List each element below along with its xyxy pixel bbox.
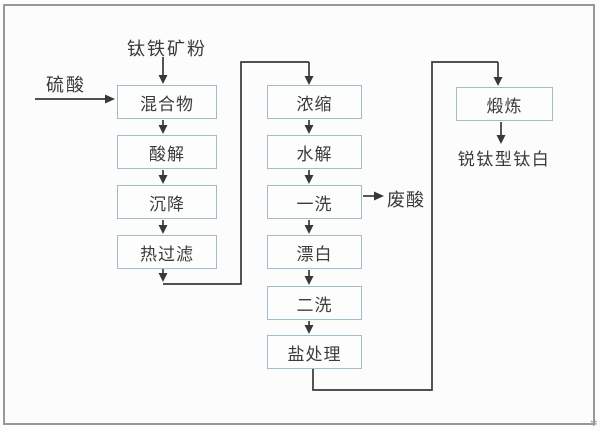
node-hot-filtration: 热过滤: [117, 235, 217, 269]
node-acidolysis: 酸解: [117, 135, 217, 169]
waste-acid-label: 废酸: [387, 190, 425, 211]
corner-watermark-artifact: ✻: [590, 419, 598, 429]
node-bleaching: 漂白: [267, 235, 362, 269]
sulfuric-acid-label: 硫酸: [46, 75, 86, 96]
node-settling: 沉降: [117, 185, 217, 219]
node-salt-treatment: 盐处理: [267, 335, 362, 369]
ilmenite-powder-label: 钛铁矿粉: [127, 39, 207, 60]
node-concentration: 浓缩: [267, 85, 362, 119]
node-mixture: 混合物: [117, 85, 217, 119]
anatase-product-label: 锐钛型钛白: [457, 150, 551, 170]
node-second-wash: 二洗: [267, 286, 362, 320]
node-calcination: 煅炼: [456, 87, 553, 121]
node-hydrolysis: 水解: [267, 135, 362, 169]
node-first-wash: 一洗: [267, 185, 362, 219]
